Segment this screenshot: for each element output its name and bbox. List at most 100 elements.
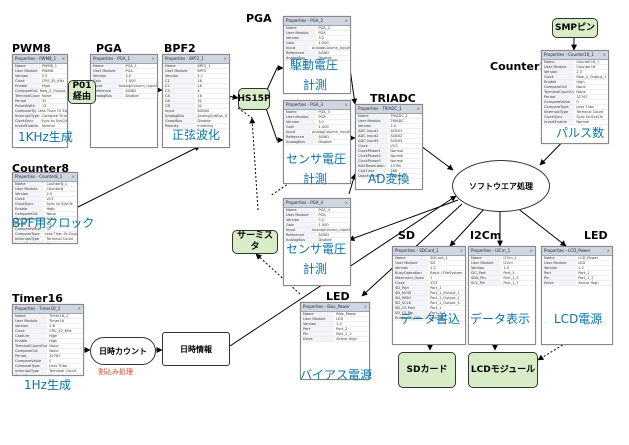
property-value[interactable]: 1.0 <box>503 266 510 270</box>
property-value[interactable]: PGA <box>318 115 326 119</box>
property-value[interactable]: 0 <box>49 359 52 363</box>
property-value[interactable]: 32767 <box>576 95 588 99</box>
property-value[interactable]: Active High <box>578 281 599 285</box>
property-value[interactable]: 0 <box>576 100 579 104</box>
close-icon[interactable]: × <box>344 18 348 23</box>
property-value[interactable]: 3.2 <box>125 74 132 78</box>
close-icon[interactable]: × <box>223 56 227 61</box>
property-value[interactable]: Terminal Count <box>576 110 604 114</box>
property-value[interactable]: PWM8 <box>41 69 53 73</box>
property-value[interactable]: High <box>49 334 58 338</box>
property-value[interactable]: 4 <box>197 89 200 93</box>
property-value[interactable]: Row_0_Output_1 <box>576 75 607 79</box>
property-value[interactable]: PGA <box>125 69 133 73</box>
property-value[interactable]: None <box>46 217 56 221</box>
property-value[interactable]: 15 <box>41 104 47 108</box>
property-value[interactable]: 16 <box>197 84 202 88</box>
property-value[interactable]: BPF2 <box>197 69 207 73</box>
property-value[interactable]: 10 Bit <box>390 164 401 168</box>
close-icon[interactable]: × <box>602 52 606 57</box>
property-value[interactable]: Inverting <box>197 124 214 128</box>
property-value[interactable]: Basic / FileSystem <box>430 271 463 275</box>
property-value[interactable]: Active High <box>336 337 357 341</box>
property-value[interactable]: AnalogColumn_InputSelect <box>311 46 350 50</box>
close-icon[interactable]: × <box>71 174 75 179</box>
property-value[interactable]: Signed <box>390 174 403 178</box>
property-value[interactable]: AnalogColumn_InputSelect <box>311 130 350 134</box>
close-icon[interactable]: × <box>459 248 463 253</box>
property-value[interactable]: AnalogColumn_InputMUX_3 <box>311 228 350 232</box>
property-value[interactable]: 16 <box>197 94 202 98</box>
property-value[interactable]: I2Cm <box>503 261 513 265</box>
property-value[interactable]: PGA_4 <box>318 208 330 212</box>
property-value[interactable]: AGND <box>125 89 136 93</box>
property-value[interactable]: TRIADC_1 <box>390 114 408 118</box>
property-value[interactable]: Compare True <box>41 114 67 118</box>
property-value[interactable]: PGA_3 <box>318 110 330 114</box>
property-value[interactable]: AnalogColumn_InputMUX_1 <box>118 84 157 88</box>
property-value[interactable]: 1.2 <box>578 266 584 270</box>
property-value[interactable]: PGA_2 <box>318 26 330 30</box>
property-value[interactable]: PGA_1 <box>125 64 137 68</box>
property-value[interactable]: Disable <box>197 119 211 123</box>
property-value[interactable]: BPF2_1 <box>197 64 211 68</box>
property-value[interactable]: High <box>46 207 55 211</box>
property-value[interactable]: I2Cm_1 <box>503 256 517 260</box>
property-value[interactable]: Normal <box>390 149 404 153</box>
property-value[interactable]: Normal <box>576 120 590 124</box>
property-value[interactable]: AGND <box>318 233 329 237</box>
property-value[interactable]: 32 <box>197 99 202 103</box>
property-value[interactable]: Disable <box>318 140 332 144</box>
property-value[interactable]: VC3 <box>430 281 438 285</box>
property-value[interactable]: 288 <box>390 169 398 173</box>
property-value[interactable]: VC2 <box>390 144 398 148</box>
close-icon[interactable]: × <box>151 56 155 61</box>
property-value[interactable]: Port_1 <box>430 286 442 290</box>
property-value[interactable]: Normal <box>41 124 55 128</box>
property-value[interactable]: Port_1 <box>578 271 590 275</box>
property-value[interactable]: 2.5 <box>41 74 48 78</box>
property-value[interactable]: 1.2 <box>430 266 436 270</box>
property-value[interactable]: Counter16_1 <box>576 60 600 64</box>
property-value[interactable]: 2.0 <box>390 124 397 128</box>
property-value[interactable]: 3.2 <box>318 218 325 222</box>
property-value[interactable]: AGND <box>318 51 329 55</box>
property-value[interactable]: 1.2 <box>336 322 342 326</box>
close-icon[interactable]: × <box>416 106 420 111</box>
property-value[interactable]: 1.000 <box>318 223 329 227</box>
property-value[interactable]: PGA <box>318 31 326 35</box>
property-value[interactable]: SD <box>430 261 436 265</box>
property-value[interactable]: ACB01 <box>390 129 403 133</box>
property-value[interactable]: Port_1_Output_1 <box>430 291 460 295</box>
property-value[interactable]: Less Than Or Equal <box>44 232 77 236</box>
property-value[interactable]: 32 <box>197 104 202 108</box>
property-value[interactable]: 3.2 <box>318 120 325 124</box>
property-value[interactable]: Port_1_Output_3 <box>430 301 460 305</box>
property-value[interactable]: LED <box>336 317 344 321</box>
property-value[interactable]: 1.000 <box>318 41 329 45</box>
property-value[interactable]: Bias_Power <box>336 312 357 316</box>
close-icon[interactable]: × <box>344 200 348 205</box>
property-value[interactable]: 1.000 <box>318 125 329 129</box>
close-icon[interactable]: × <box>344 102 348 107</box>
property-value[interactable]: Timer16_1 <box>49 314 69 318</box>
property-value[interactable]: Unsynchronized <box>49 374 78 376</box>
property-value[interactable]: Disable <box>125 94 139 98</box>
property-value[interactable]: Sync to SysClk <box>46 202 73 206</box>
property-value[interactable]: AnalogOutBus_0 <box>197 114 227 118</box>
property-value[interactable]: VC1 <box>46 197 54 201</box>
property-value[interactable]: Normal <box>390 159 404 163</box>
close-icon[interactable]: × <box>363 304 367 309</box>
property-value[interactable]: Port_1_5 <box>503 276 519 280</box>
property-value[interactable]: Row_0_Output_1 <box>39 89 67 93</box>
property-value[interactable]: Disable <box>318 56 332 60</box>
property-value[interactable]: None <box>49 349 59 353</box>
property-value[interactable]: ACB00 <box>197 109 210 113</box>
property-value[interactable]: 1.000 <box>125 79 136 83</box>
close-icon[interactable]: × <box>77 306 81 311</box>
property-value[interactable]: LED <box>578 261 586 265</box>
property-value[interactable]: 16 <box>197 79 202 83</box>
property-value[interactable]: PWM8_1 <box>41 64 58 68</box>
property-value[interactable]: None <box>41 94 52 98</box>
property-value[interactable]: 31 <box>41 99 47 103</box>
